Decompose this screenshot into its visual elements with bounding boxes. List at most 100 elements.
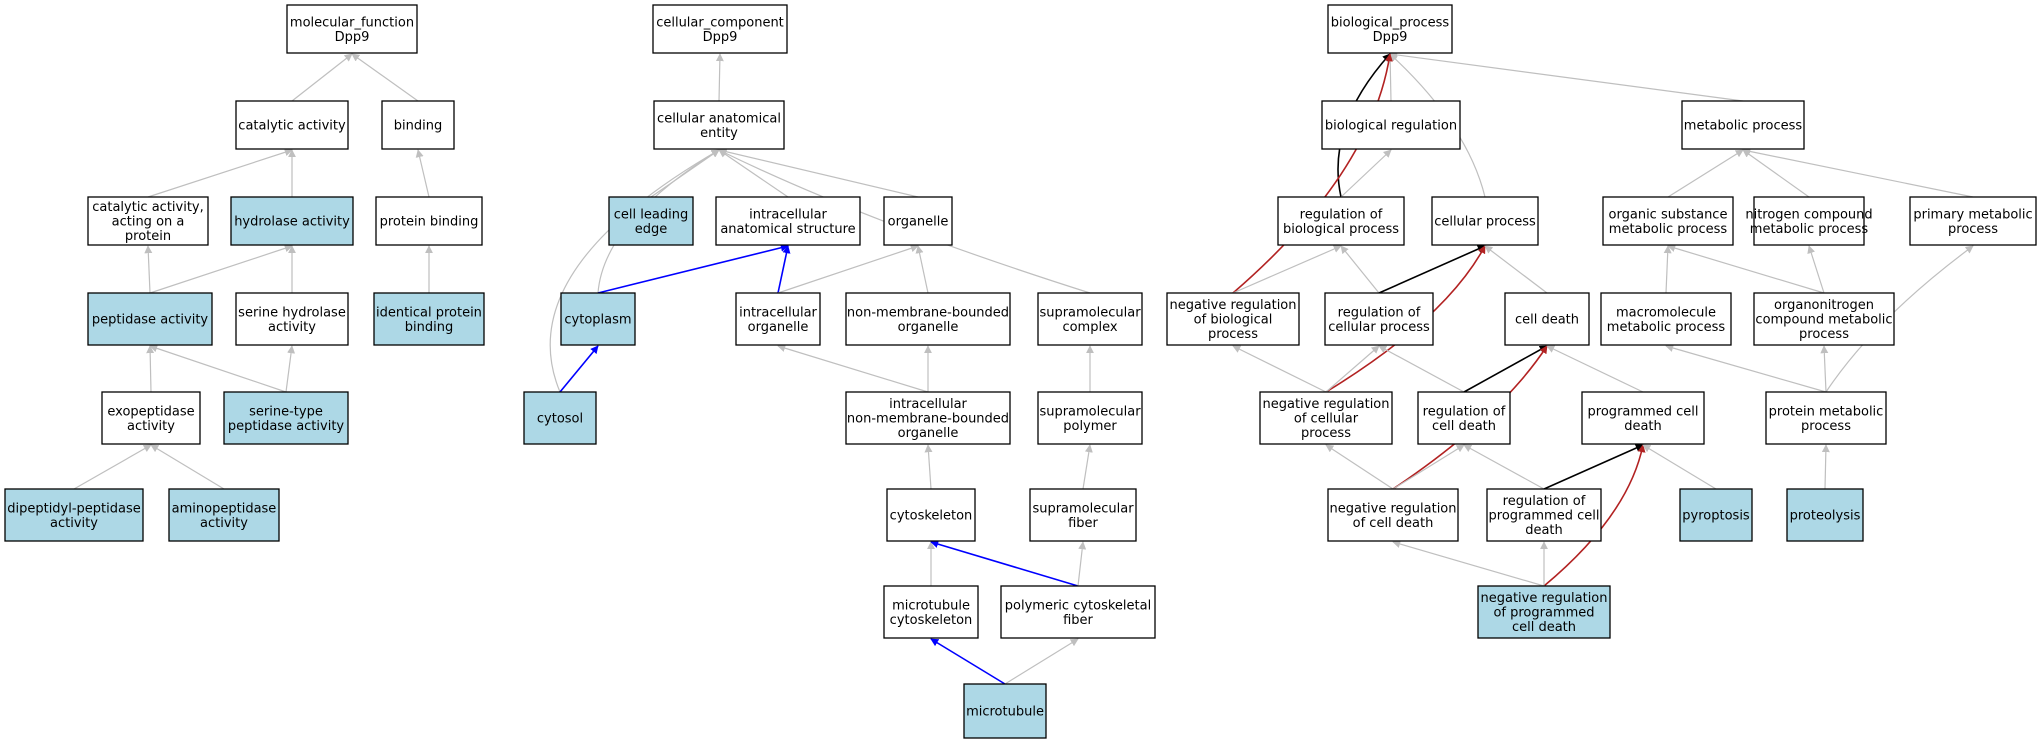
go-term-node-microtubule[interactable]: microtubule xyxy=(963,683,1047,739)
node-label-line: metabolic process xyxy=(1750,222,1869,237)
node-label-line: organelle xyxy=(888,215,949,230)
node-label-line: organelle xyxy=(898,426,959,441)
node-box xyxy=(1166,292,1300,346)
edge-is-a-metabolic-to-bp xyxy=(1389,50,1744,102)
node-label-line: complex xyxy=(1062,320,1117,335)
edge-regulates-reg-cell-death-to-cell-death xyxy=(1463,345,1548,393)
node-label-line: macromolecule xyxy=(1616,305,1716,320)
node-label-line: intracellular xyxy=(739,305,817,320)
node-label-line: hydrolase activity xyxy=(234,215,350,230)
go-term-node-intra-nmb[interactable]: intracellularnon-membrane-boundedorganel… xyxy=(845,391,1011,445)
node-box xyxy=(1417,391,1511,445)
node-label-line: of biological xyxy=(1194,313,1273,328)
node-label-line: organelle xyxy=(898,320,959,335)
node-label-line: molecular_function xyxy=(290,15,414,30)
node-box xyxy=(1321,100,1461,150)
go-term-node-cytoskeleton[interactable]: cytoskeleton xyxy=(886,488,976,542)
go-term-node-cellular-process[interactable]: cellular process xyxy=(1431,196,1539,246)
edge-is-a-primary-met-to-metabolic xyxy=(1742,147,1974,198)
edge-part-of-poly-fiber-to-cytoskeleton xyxy=(930,540,1079,587)
node-label-line: organic substance xyxy=(1609,207,1728,222)
go-term-node-cytosol[interactable]: cytosol xyxy=(523,391,597,445)
node-box xyxy=(1679,488,1753,542)
go-term-node-catalytic[interactable]: catalytic activity xyxy=(235,100,349,150)
go-term-node-cell-death[interactable]: cell death xyxy=(1504,292,1590,346)
node-box xyxy=(1602,196,1734,246)
edge-is-a-neg-reg-bio-to-reg-bio xyxy=(1232,245,1342,294)
node-label-line: supramolecular xyxy=(1039,404,1141,419)
edge-is-a-catalytic-to-mf xyxy=(291,53,353,102)
edge-is-a-proteolysis-to-protein-met xyxy=(1821,444,1830,490)
go-term-node-pyroptosis[interactable]: pyroptosis xyxy=(1679,488,1753,542)
go-term-node-peptidase[interactable]: peptidase activity xyxy=(87,292,213,346)
node-label-line: process xyxy=(1799,327,1849,342)
node-box xyxy=(1909,196,2037,246)
node-box xyxy=(235,100,349,150)
node-label-line: regulation of xyxy=(1503,494,1586,509)
node-label-line: regulation of xyxy=(1423,404,1506,419)
edge-regulates-reg-pcd-to-pcd xyxy=(1543,444,1644,490)
edge-is-a-nitrogen-met-to-metabolic xyxy=(1742,149,1810,198)
edge-is-a-neg-reg-cell-proc-to-neg-reg-bio xyxy=(1232,345,1327,393)
go-term-node-protein-binding[interactable]: protein binding xyxy=(375,196,483,246)
go-term-node-bio-reg[interactable]: biological regulation xyxy=(1321,100,1461,150)
edge-is-a-serine-peptidase-to-serine-hydrolase xyxy=(285,345,296,393)
go-term-node-metabolic[interactable]: metabolic process xyxy=(1681,100,1805,150)
go-term-node-hydrolase[interactable]: hydrolase activity xyxy=(230,196,354,246)
node-label-line: cytosol xyxy=(537,412,583,427)
node-box xyxy=(101,391,201,445)
edge-is-a-cat-protein-to-catalytic xyxy=(147,148,293,198)
node-label-line: organelle xyxy=(748,320,809,335)
edge-is-a-protein-met-to-macro-met xyxy=(1665,344,1827,393)
edge-is-a-intra-struct-to-cae xyxy=(718,149,789,198)
go-term-node-binding[interactable]: binding xyxy=(381,100,455,150)
node-box xyxy=(1753,292,1895,346)
go-term-node-proteolysis[interactable]: proteolysis xyxy=(1786,488,1864,542)
go-term-node-organelle[interactable]: organelle xyxy=(883,196,953,246)
edge-is-a-supra-fiber-to-supra-polymer xyxy=(1082,444,1093,490)
node-box xyxy=(381,100,455,150)
node-label-line: entity xyxy=(700,126,738,141)
edge-is-a-organonitrogen-to-nitrogen-met xyxy=(1807,245,1825,294)
node-label-line: process xyxy=(1948,222,1998,237)
node-label-line: proteolysis xyxy=(1790,509,1861,524)
node-box xyxy=(1277,196,1405,246)
go-term-node-cytoplasm[interactable]: cytoplasm xyxy=(560,292,636,346)
node-box xyxy=(375,196,483,246)
